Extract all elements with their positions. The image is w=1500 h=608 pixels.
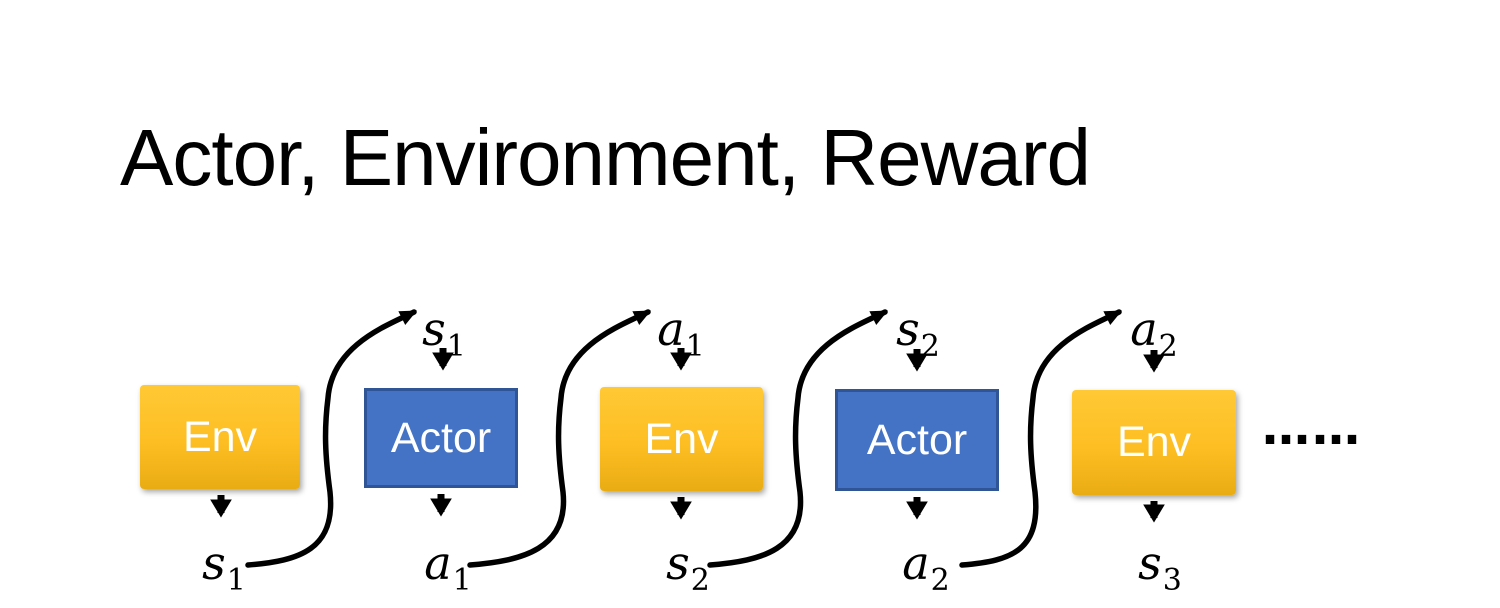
mvar-sub: 3	[1162, 563, 1182, 598]
flow-curve-s2	[707, 309, 889, 568]
mvar-base: a	[1130, 302, 1158, 356]
mvar-sub: 1	[226, 563, 246, 598]
label-bottom-a2: a2	[902, 540, 950, 596]
flow-curve-a2	[959, 309, 1123, 568]
env-box-3: Env	[1072, 390, 1236, 495]
mvar-base: s	[666, 536, 690, 590]
mvar-base: s	[202, 536, 226, 590]
label-bottom-s2: s2	[666, 540, 710, 596]
label-bottom-s3: s3	[1138, 540, 1182, 596]
mvar-base: a	[902, 536, 930, 590]
mvar-base: s	[896, 302, 920, 356]
env-box-1: Env	[140, 385, 300, 489]
label-bottom-a1: a1	[424, 540, 472, 596]
env-box-2-label: Env	[644, 414, 719, 463]
mvar-sub: 2	[930, 563, 950, 598]
mvar-base: a	[424, 536, 452, 590]
mvar-base: s	[422, 302, 446, 356]
label-bottom-s1: s1	[202, 540, 246, 596]
actor-box-2: Actor	[835, 389, 999, 491]
label-top-s1: s1	[422, 306, 466, 362]
mvar-sub: 2	[690, 563, 710, 598]
env-box-1-label: Env	[182, 412, 258, 461]
mvar-sub: 1	[452, 563, 472, 598]
mvar-base: a	[657, 302, 685, 356]
mvar-base: s	[1138, 536, 1162, 590]
page-title: Actor, Environment, Reward	[120, 113, 1091, 202]
label-top-a2: a2	[1130, 306, 1178, 362]
actor-box-1-label: Actor	[390, 413, 492, 462]
continuation-dots: ……	[1262, 400, 1362, 456]
mvar-sub: 2	[1158, 329, 1178, 364]
env-box-3-label: Env	[1116, 418, 1192, 466]
flow-curve-a1	[467, 309, 652, 568]
actor-box-1: Actor	[364, 388, 518, 488]
flow-curve-s1	[245, 309, 418, 568]
env-box-2: Env	[600, 387, 763, 491]
actor-box-2-label: Actor	[866, 415, 968, 464]
